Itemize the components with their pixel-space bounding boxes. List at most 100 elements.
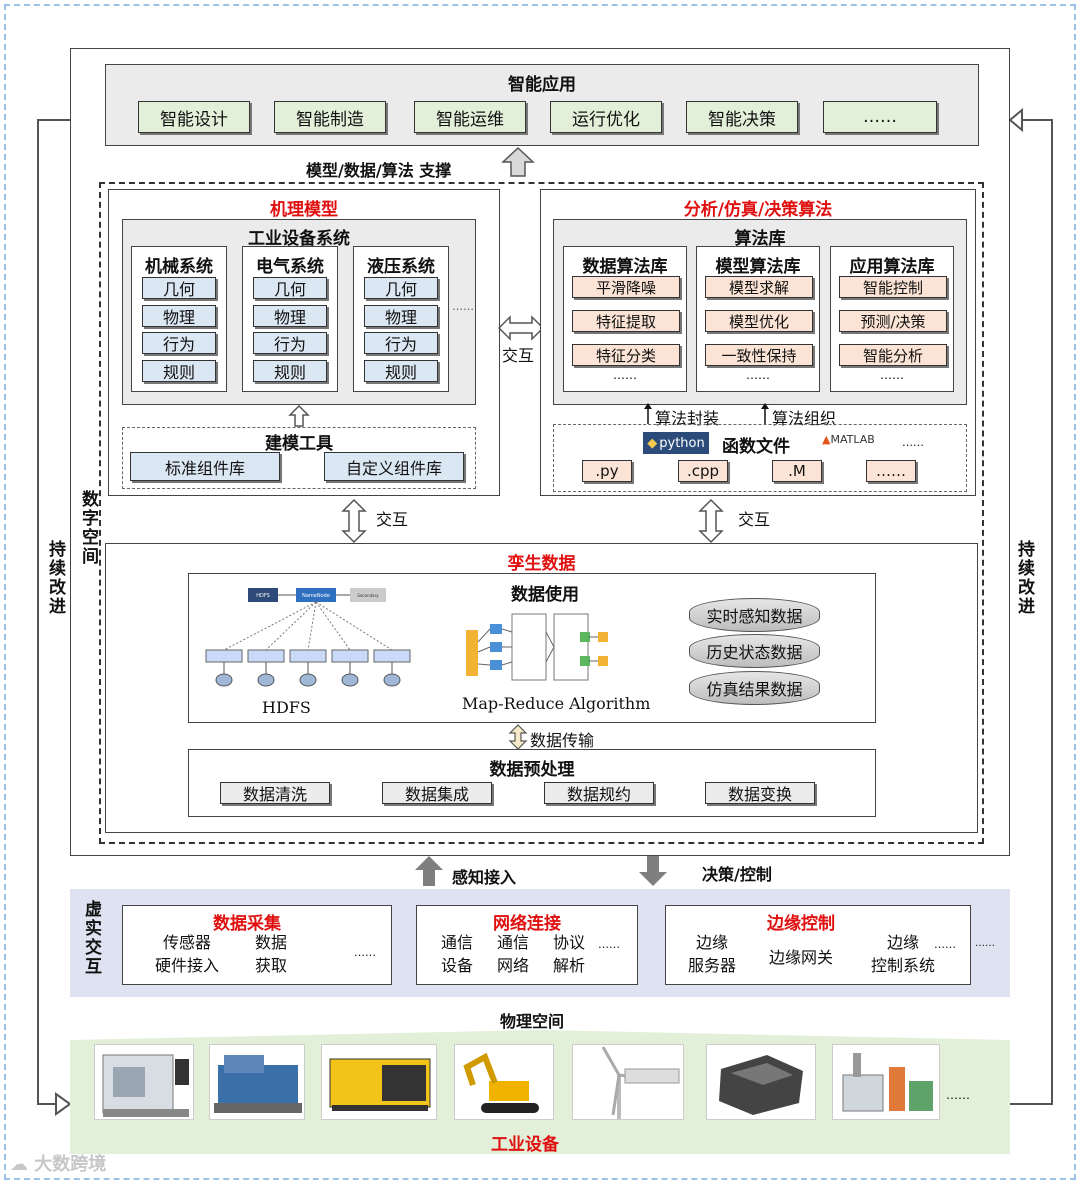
cnc-machine-image [94, 1044, 194, 1120]
excavator-image [454, 1044, 554, 1120]
watermark: ☁ 大数跨境 [10, 1150, 106, 1176]
algo-model-solving: 模型求解 [705, 276, 813, 298]
model-algorithm-lib-title: 模型算法库 [715, 257, 801, 277]
data-collection-title: 数据采集 [213, 914, 281, 934]
function-more: …… [902, 436, 924, 449]
algo-smoothing: 平滑降噪 [572, 276, 680, 298]
elec-behavior: 行为 [253, 332, 327, 354]
data-transfer-label: 数据传输 [530, 731, 595, 750]
algo-prediction-decision: 预测/决策 [839, 310, 947, 332]
protocol-parsing: 协议 解析 [552, 933, 585, 975]
modeling-tools-title: 建模工具 [265, 434, 333, 454]
svg-text:Secondary: Secondary [357, 593, 379, 598]
virtual-interaction-label: 虚实交互 [81, 900, 101, 976]
app-smart-design: 智能设计 [138, 101, 250, 133]
custom-component-lib: 自定义组件库 [324, 452, 464, 481]
function-files-box [553, 424, 967, 492]
application-algorithm-lib-title: 应用算法库 [849, 257, 935, 277]
hdfs-diagram: HDFS NameNode Secondary [205, 588, 411, 687]
app-more: …… [823, 101, 937, 133]
outer-frame [4, 4, 1076, 1180]
function-files-title: 函数文件 [722, 437, 790, 457]
algo-consistency: 一致性保持 [705, 344, 813, 366]
comm-device: 通信 设备 [440, 933, 473, 975]
wind-turbine-image [572, 1044, 684, 1120]
edge-server: 边缘 服务器 [687, 933, 736, 975]
historical-state-db: 历史状态数据 [689, 634, 820, 668]
edge-more: …… [934, 938, 956, 951]
left-interaction-arrow [341, 498, 367, 544]
equipment-system-title: 工业设备系统 [248, 229, 350, 249]
model-data-dashed-box [99, 182, 984, 844]
svg-text:HDFS: HDFS [256, 593, 270, 599]
hdfs-label: HDFS [262, 698, 311, 717]
control-down-arrow [639, 856, 667, 886]
file-more: …… [866, 460, 916, 482]
smart-apps-title: 智能应用 [508, 75, 576, 95]
data-transformation: 数据变换 [705, 782, 815, 804]
air-compressor-icon [329, 1058, 431, 1111]
hyd-geometry: 几何 [364, 277, 438, 299]
data-lib-more: …… [613, 368, 637, 382]
data-algorithm-lib-title: 数据算法库 [582, 257, 668, 277]
hyd-behavior: 行为 [364, 332, 438, 354]
python-logo-text: python [659, 435, 705, 451]
engine-block-icon [719, 1055, 803, 1115]
network-title: 网络连接 [493, 914, 561, 934]
encapsulate-arrow [644, 403, 652, 424]
network-more: …… [598, 938, 620, 951]
engine-generator-image [209, 1044, 305, 1120]
mechanism-model-title: 机理模型 [270, 200, 338, 220]
matlab-logo-text: MATLAB [830, 433, 875, 446]
tools-up-arrow [288, 405, 310, 427]
industrial-plant-image [832, 1044, 940, 1120]
mid-interaction-label: 交互 [502, 346, 535, 365]
digital-space-label: 数字空间 [78, 490, 98, 566]
electrical-system-title: 电气系统 [256, 257, 324, 277]
watermark-text: 大数跨境 [34, 1154, 107, 1175]
support-label: 模型/数据/算法 支撑 [306, 161, 452, 180]
engine-block-image [706, 1044, 816, 1120]
organize-arrow [761, 403, 769, 424]
wind-turbine-icon [601, 1046, 680, 1119]
file-py: .py [582, 460, 632, 482]
mech-rules: 规则 [142, 360, 216, 382]
sensor-hardware-access: 传感器 硬件接入 [154, 933, 219, 975]
data-transfer-arrow [508, 724, 528, 750]
twin-data-title: 孪生数据 [507, 554, 576, 574]
data-acquisition: 数据 获取 [254, 933, 287, 975]
mapreduce-label: Map-Reduce Algorithm [462, 694, 651, 713]
support-up-arrow [501, 146, 535, 177]
python-logo: ◆python [643, 432, 709, 454]
industrial-plant-icon [842, 1053, 933, 1112]
edge-control-system: 边缘 控制系统 [870, 933, 935, 975]
mech-behavior: 行为 [142, 332, 216, 354]
algorithm-lib-title: 算法库 [734, 229, 786, 249]
right-interaction-arrow [698, 498, 724, 544]
file-cpp: .cpp [678, 460, 728, 482]
collection-more: …… [354, 946, 376, 959]
matlab-icon: ▲ [822, 433, 831, 446]
svg-text:NameNode: NameNode [302, 593, 330, 599]
realtime-perception-db: 实时感知数据 [689, 598, 820, 632]
industrial-equipment-label: 工业设备 [491, 1135, 559, 1155]
edge-control-box [665, 905, 971, 985]
edge-outside-more: …… [975, 938, 995, 949]
cnc-machine-icon [102, 1054, 189, 1117]
algo-model-optimization: 模型优化 [705, 310, 813, 332]
app-smart-manufacturing: 智能制造 [274, 101, 386, 133]
left-interaction-label: 交互 [376, 510, 409, 529]
data-collection-box [122, 905, 392, 985]
hydraulic-system-title: 液压系统 [367, 257, 435, 277]
app-operation-optimization: 运行优化 [550, 101, 662, 133]
algo-smart-analysis: 智能分析 [839, 344, 947, 366]
app-lib-more: …… [880, 368, 904, 382]
algo-smart-control: 智能控制 [839, 276, 947, 298]
data-usage-title: 数据使用 [511, 585, 579, 605]
app-smart-decision: 智能决策 [686, 101, 798, 133]
mid-interaction-arrow [497, 315, 545, 341]
devices-more: …… [946, 1088, 970, 1102]
physical-space-title: 物理空间 [500, 1012, 565, 1031]
control-label: 决策/控制 [702, 865, 772, 884]
